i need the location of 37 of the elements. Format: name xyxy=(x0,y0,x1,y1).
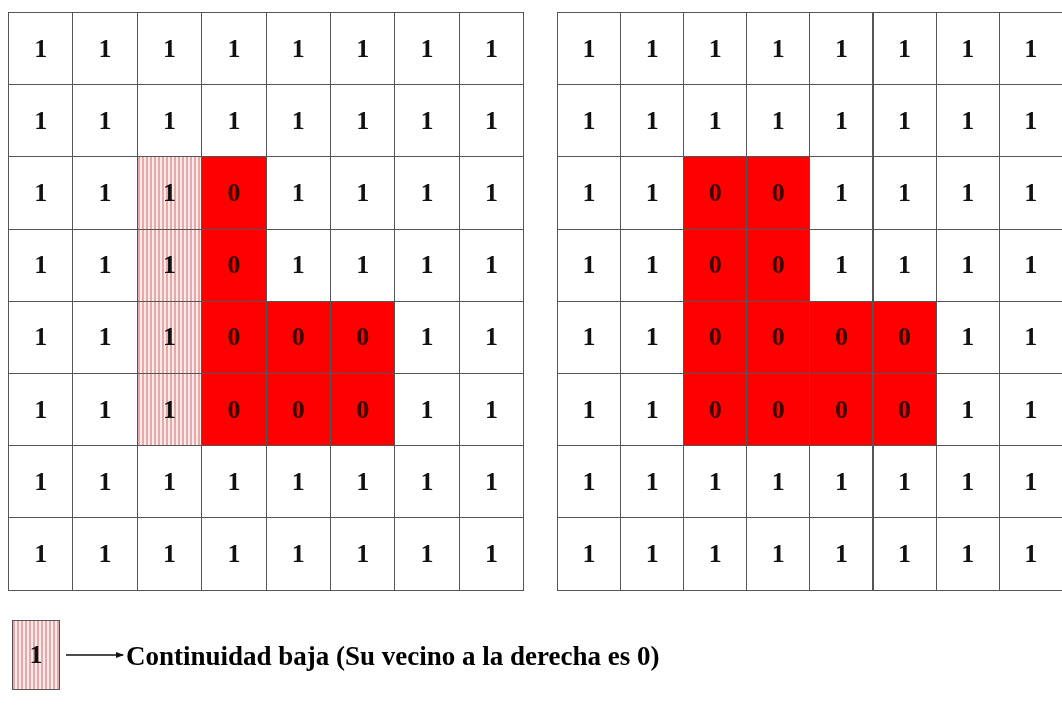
grid-cell: 1 xyxy=(872,12,937,86)
highlighted-cell: 0 xyxy=(201,373,267,447)
highlighted-cell: 0 xyxy=(746,228,811,302)
highlighted-cell: 0 xyxy=(330,373,396,447)
highlighted-cell: 0 xyxy=(201,228,267,302)
highlighted-cell: 0 xyxy=(872,373,937,447)
highlighted-cell: 0 xyxy=(809,373,874,447)
legend-swatch: 1 xyxy=(12,620,60,690)
hatched-cell: 1 xyxy=(136,228,203,302)
hatched-cell: 1 xyxy=(136,156,203,230)
grid-cell: 1 xyxy=(8,517,74,591)
highlighted-cell: 0 xyxy=(265,373,331,447)
highlighted-cell: 0 xyxy=(683,156,748,230)
highlighted-cell: 0 xyxy=(746,373,811,447)
grid-cell: 1 xyxy=(872,517,937,591)
grid-cell: 1 xyxy=(809,12,874,86)
highlighted-cell: 0 xyxy=(201,156,267,230)
highlighted-cell: 0 xyxy=(683,300,748,374)
grid-cell: 1 xyxy=(458,12,525,86)
hatched-cell: 1 xyxy=(136,300,203,374)
grid-cell: 1 xyxy=(458,517,525,591)
grid-cell: 1 xyxy=(8,12,74,86)
grid-cell: 1 xyxy=(557,12,622,86)
highlighted-cell: 0 xyxy=(746,156,811,230)
highlighted-cell: 0 xyxy=(683,228,748,302)
highlighted-cell: 0 xyxy=(746,300,811,374)
highlighted-cell: 0 xyxy=(872,300,937,374)
highlighted-cell: 0 xyxy=(809,300,874,374)
highlighted-cell: 0 xyxy=(330,300,396,374)
highlighted-cell: 0 xyxy=(265,300,331,374)
grid-cell: 1 xyxy=(557,517,622,591)
hatched-cell: 1 xyxy=(136,373,203,447)
grid-cell: 1 xyxy=(809,517,874,591)
arrow xyxy=(65,652,124,658)
highlighted-cell: 0 xyxy=(201,300,267,374)
highlighted-cell: 0 xyxy=(683,373,748,447)
legend-text: Continuidad baja (Su vecino a la derecha es 0) xyxy=(126,636,660,676)
